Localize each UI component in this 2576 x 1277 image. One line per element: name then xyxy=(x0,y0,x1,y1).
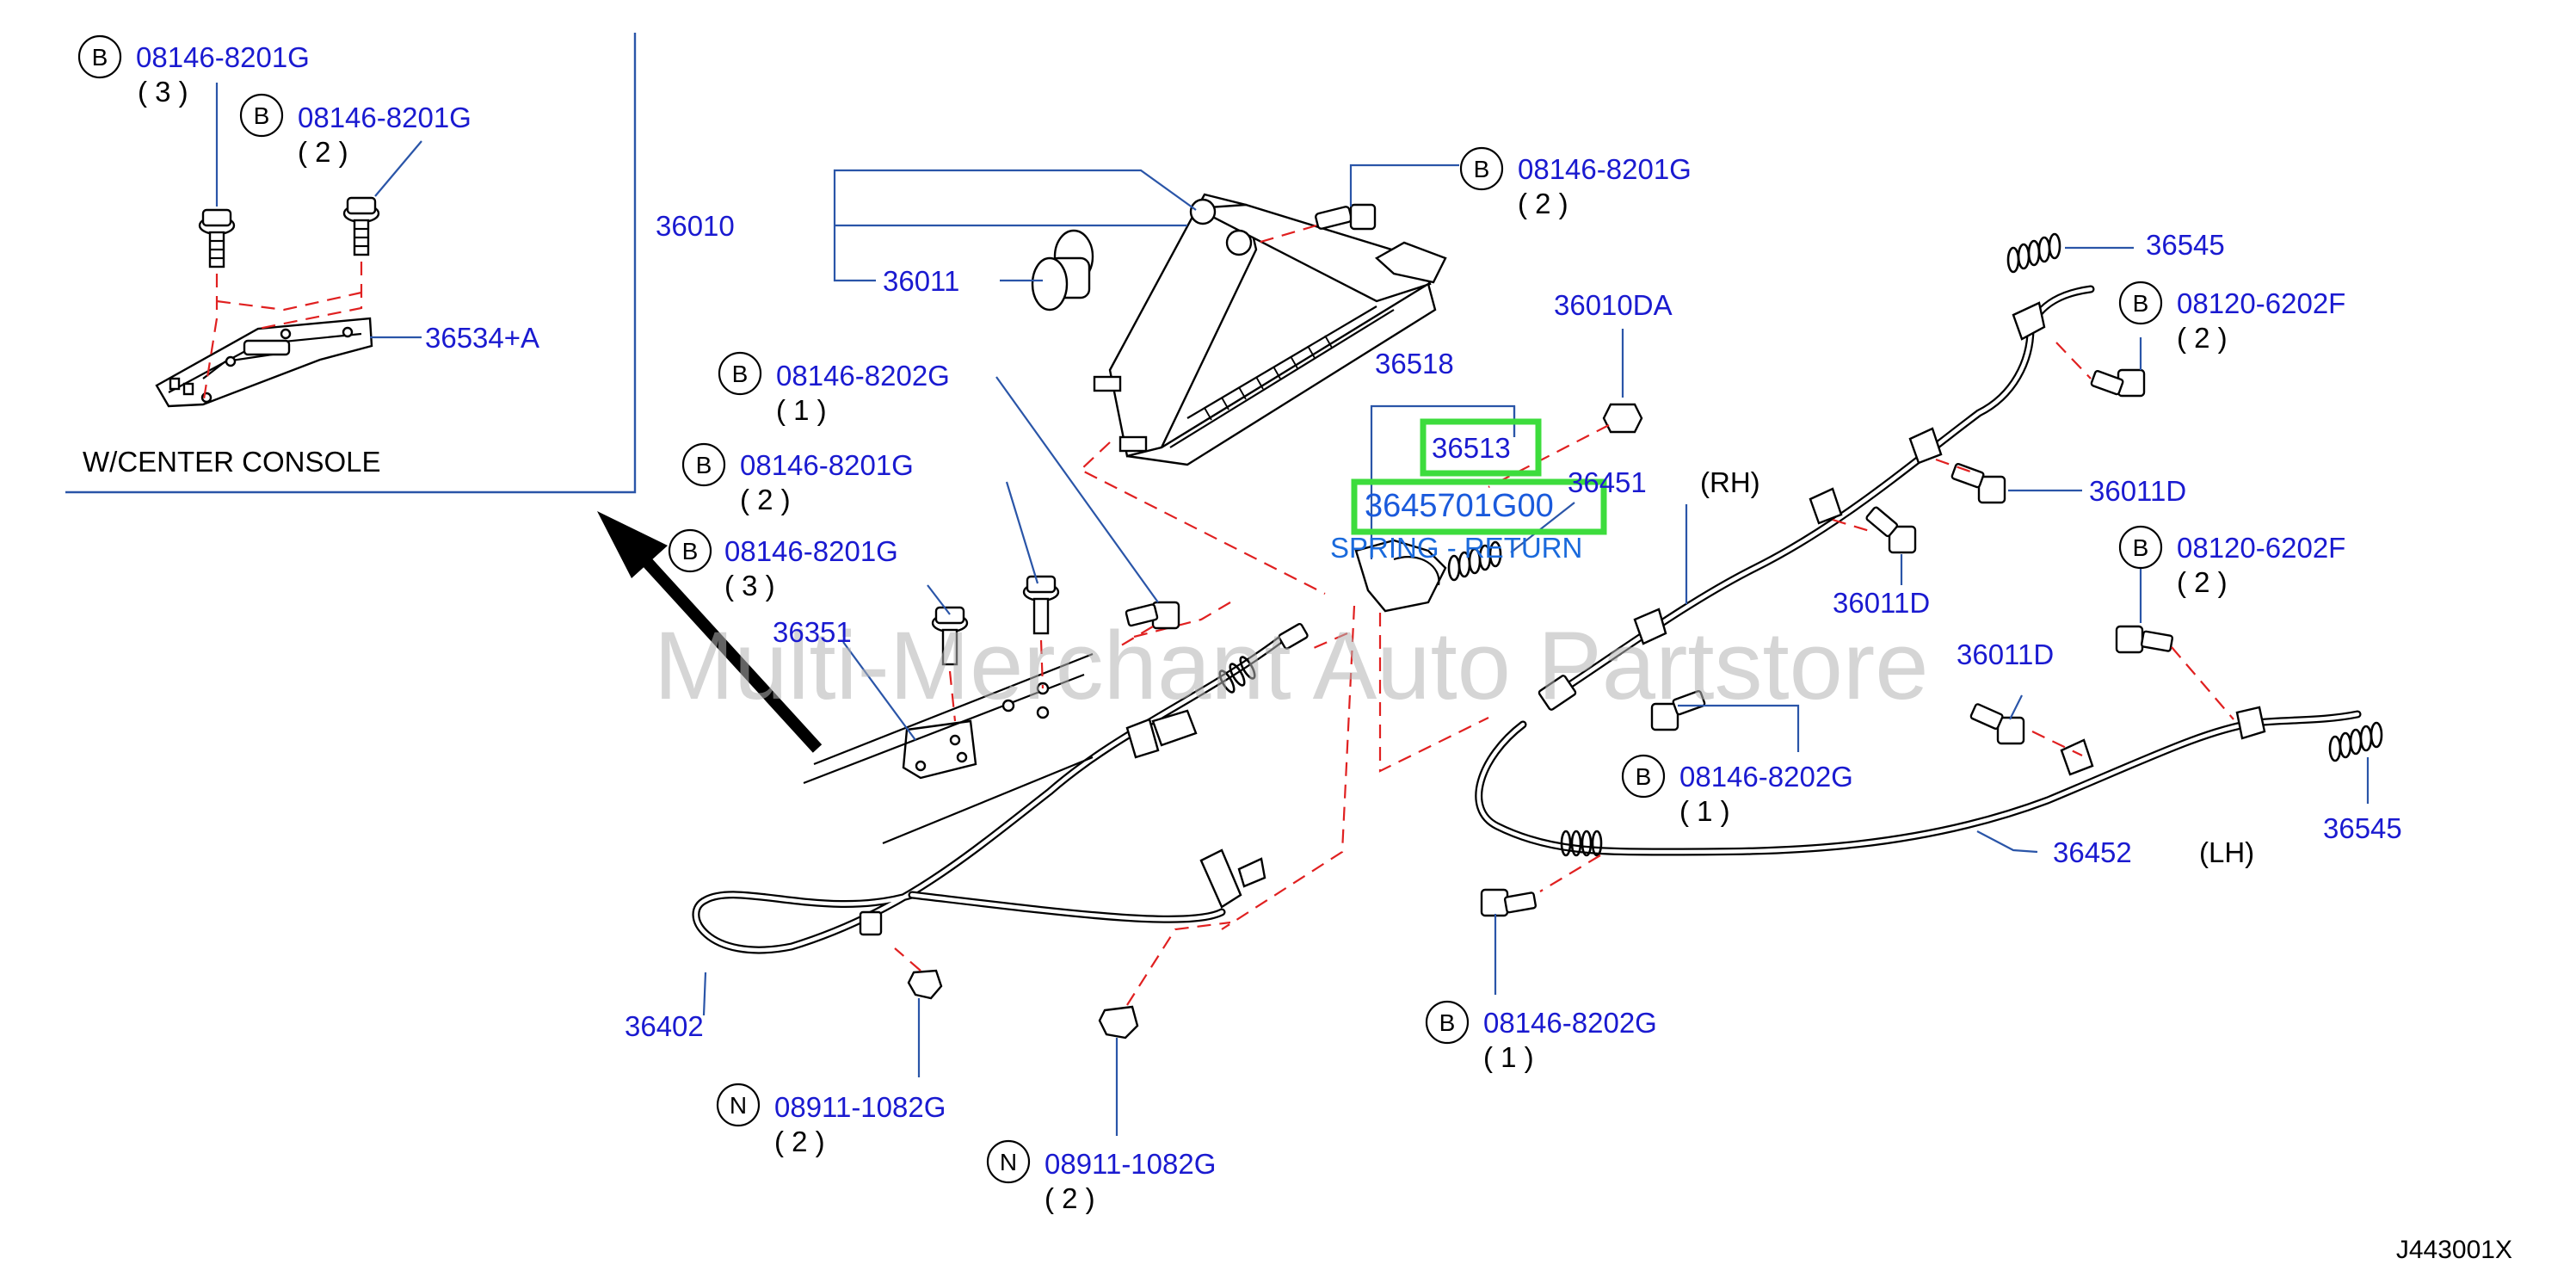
callout-part-number[interactable]: 36011 xyxy=(883,265,959,297)
direction-arrow xyxy=(597,511,823,753)
highlight-box-3645701G00 xyxy=(1351,478,1607,535)
callout-badge-letter: B xyxy=(732,361,749,387)
callout-part-number[interactable]: 08120-6202F xyxy=(2177,287,2345,319)
callout-part-number[interactable]: 08146-8202G xyxy=(776,360,950,392)
front-cable-drawing xyxy=(692,622,1309,1039)
callout-quantity: ( 2 ) xyxy=(740,484,791,515)
badge-circle-icon xyxy=(1425,1000,1470,1045)
bolt-drawing xyxy=(931,606,969,666)
callout-description: SPRING - RETURN xyxy=(1330,532,1582,564)
callout-part-number[interactable]: 08911-1082G xyxy=(774,1091,946,1123)
inset-border xyxy=(65,33,637,494)
callout-side-label: (LH) xyxy=(2199,836,2254,868)
callout-part-number[interactable]: 08146-8201G xyxy=(724,535,898,567)
callout-badge-letter: B xyxy=(92,44,108,71)
badge-circle-icon xyxy=(716,1083,761,1127)
badge-circle-icon xyxy=(668,528,712,573)
badge-circle-icon xyxy=(1621,754,1666,799)
callout-badge-letter: B xyxy=(682,538,699,564)
callout-part-number[interactable]: 08911-1082G xyxy=(1045,1148,1216,1180)
badge-circle-icon xyxy=(1459,146,1504,191)
highlight-box-36513 xyxy=(1420,418,1542,477)
callout-badge-letter: N xyxy=(730,1092,747,1119)
callout-part-number[interactable]: 36011D xyxy=(1957,638,2054,670)
callout-part-number[interactable]: 36010DA xyxy=(1554,289,1673,321)
callout-quantity: ( 2 ) xyxy=(774,1126,825,1157)
badge-circle-icon xyxy=(77,34,122,79)
rear-cable-drawing xyxy=(1475,232,2383,917)
callout-part-number[interactable]: 36513 xyxy=(1432,432,1511,464)
callout-quantity: ( 1 ) xyxy=(1679,795,1730,827)
callout-quantity: ( 2 ) xyxy=(298,136,348,168)
badge-icons xyxy=(77,34,2163,1184)
bolt-drawing xyxy=(342,196,380,256)
callout-part-number[interactable]: 36545 xyxy=(2323,812,2402,844)
parking-brake-pedal-drawing xyxy=(1031,193,1447,466)
badge-circle-icon xyxy=(718,351,762,396)
callout-part-number[interactable]: 36518 xyxy=(1375,348,1454,379)
callout-quantity: ( 2 ) xyxy=(1045,1182,1095,1214)
badge-circle-icon xyxy=(2118,525,2163,570)
callout-part-number[interactable]: 08120-6202F xyxy=(2177,532,2345,564)
callout-part-number[interactable]: 36011D xyxy=(2089,475,2186,507)
callout-badge-letter: N xyxy=(1000,1149,1017,1175)
callout-part-number[interactable]: 36011D xyxy=(1833,587,1930,619)
callout-quantity: ( 3 ) xyxy=(138,76,188,108)
callout-badge-letter: B xyxy=(696,452,712,478)
inset-panel xyxy=(65,33,637,494)
watermark-text: Multi-Merchant Auto Partstore xyxy=(654,612,1928,719)
callout-side-label: (RH) xyxy=(1700,466,1760,498)
callout-part-number[interactable]: 36451 xyxy=(1568,466,1647,498)
callout-part-number[interactable]: 36010 xyxy=(656,210,735,242)
callout-quantity: ( 2 ) xyxy=(1518,188,1568,219)
badge-circle-icon xyxy=(2118,281,2163,325)
badge-circle-icon xyxy=(986,1139,1031,1184)
callout-part-number[interactable]: 36545 xyxy=(2146,229,2225,261)
callout-part-number[interactable]: 08146-8202G xyxy=(1679,761,1853,793)
callout-part-number[interactable]: 3645701G00 xyxy=(1365,488,1554,524)
callout-part-number[interactable]: 08146-8201G xyxy=(1518,153,1692,185)
bolt-drawing xyxy=(198,208,236,268)
callout-part-number[interactable]: 36402 xyxy=(625,1010,704,1042)
callout-quantity: ( 2 ) xyxy=(2177,322,2228,354)
callout-quantity: ( 3 ) xyxy=(724,570,775,601)
callout-badge-letter: B xyxy=(2133,290,2149,317)
bolt-drawing xyxy=(1125,601,1180,630)
callout-badge-letter: B xyxy=(254,102,270,129)
bolt-drawing xyxy=(1022,575,1060,635)
callout-part-number[interactable]: 08146-8201G xyxy=(740,449,914,481)
callout-part-number[interactable]: 36351 xyxy=(773,616,852,648)
callout-quantity: ( 1 ) xyxy=(776,394,827,426)
callout-quantity: ( 1 ) xyxy=(1483,1041,1534,1073)
console-bracket-drawing xyxy=(155,317,373,408)
callout-badge-letter: B xyxy=(1474,156,1490,182)
callout-quantity: ( 2 ) xyxy=(2177,566,2228,598)
callout-part-number[interactable]: 36452 xyxy=(2053,836,2132,868)
badge-circle-icon xyxy=(681,442,726,487)
callout-part-number[interactable]: 36534+A xyxy=(425,322,539,354)
inset-title: W/CENTER CONSOLE xyxy=(83,446,381,478)
callout-badge-letter: B xyxy=(2133,534,2149,561)
return-spring-drawing xyxy=(1354,403,1643,613)
callout-badge-letter: B xyxy=(1636,763,1652,790)
diagram-id: J443001X xyxy=(2396,1236,2512,1264)
callout-part-number[interactable]: 08146-8202G xyxy=(1483,1007,1657,1039)
callout-part-number[interactable]: 08146-8201G xyxy=(298,102,471,133)
callout-part-number[interactable]: 08146-8201G xyxy=(136,41,310,73)
badge-circle-icon xyxy=(239,93,284,138)
callout-badge-letter: B xyxy=(1439,1009,1456,1036)
